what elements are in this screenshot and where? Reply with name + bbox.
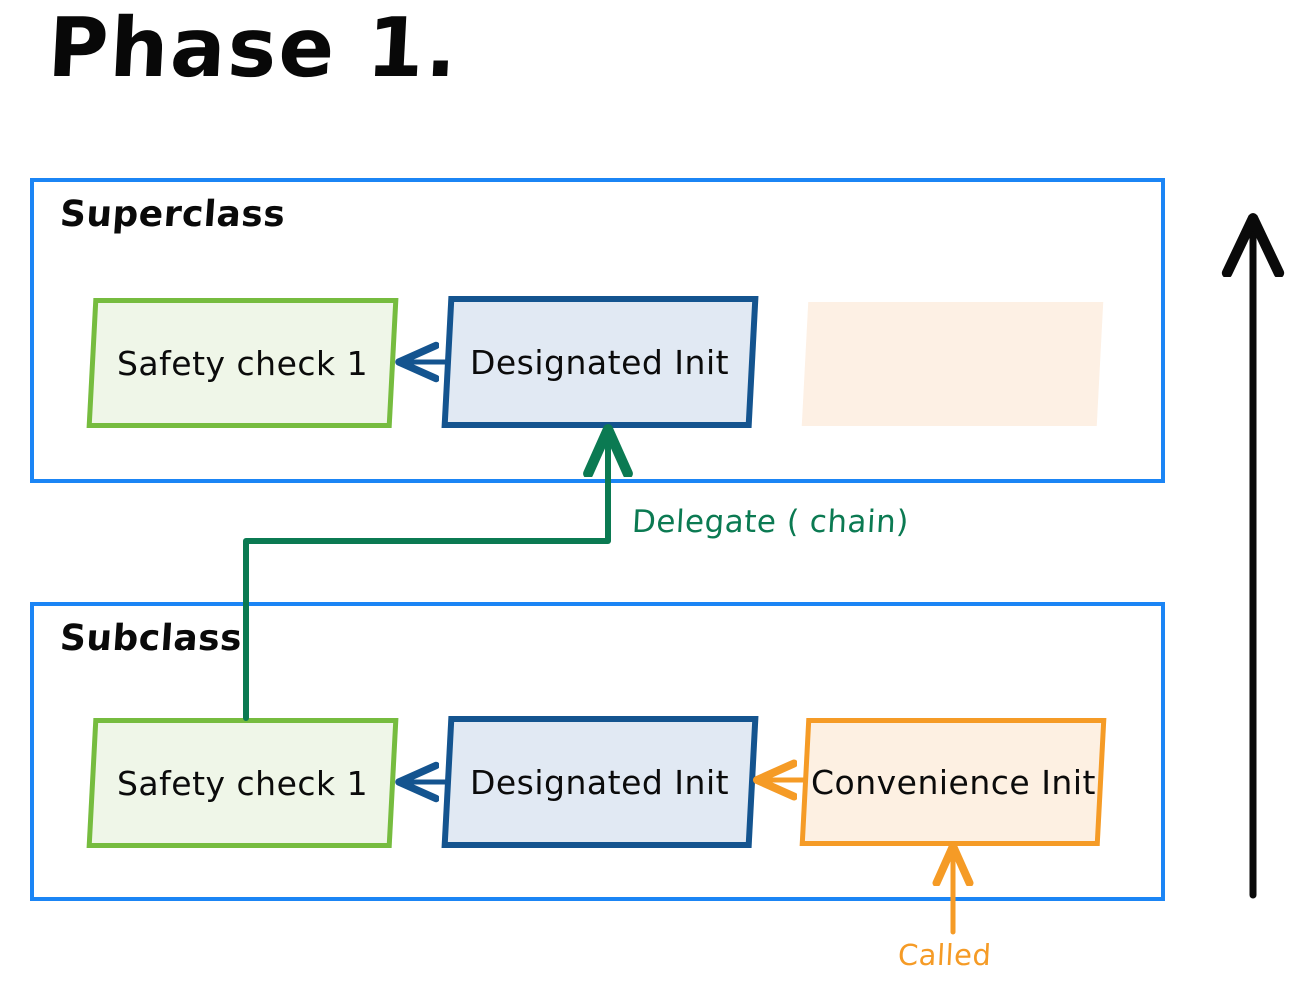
superclass-empty-slot-box: [801, 302, 1104, 426]
subclass-designated-init-box[interactable]: Designated Init: [441, 716, 759, 848]
subclass-designated-init-label: Designated Init: [470, 762, 730, 802]
superclass-designated-init-label: Designated Init: [470, 342, 730, 382]
subclass-panel-label: Subclass: [58, 618, 244, 659]
superclass-safety-check-box[interactable]: Safety check 1: [86, 298, 399, 428]
superclass-panel-label: Superclass: [58, 194, 287, 235]
page-title: Phase 1.: [45, 1, 462, 96]
subclass-safety-check-box[interactable]: Safety check 1: [86, 718, 399, 848]
superclass-safety-check-label: Safety check 1: [116, 343, 369, 383]
called-label: Called: [897, 938, 993, 972]
superclass-designated-init-box[interactable]: Designated Init: [441, 296, 759, 428]
subclass-convenience-init-label: Convenience Init: [810, 762, 1096, 802]
subclass-safety-check-label: Safety check 1: [116, 763, 369, 803]
subclass-convenience-init-box[interactable]: Convenience Init: [799, 718, 1107, 846]
delegate-chain-label: Delegate ( chain): [631, 504, 910, 540]
